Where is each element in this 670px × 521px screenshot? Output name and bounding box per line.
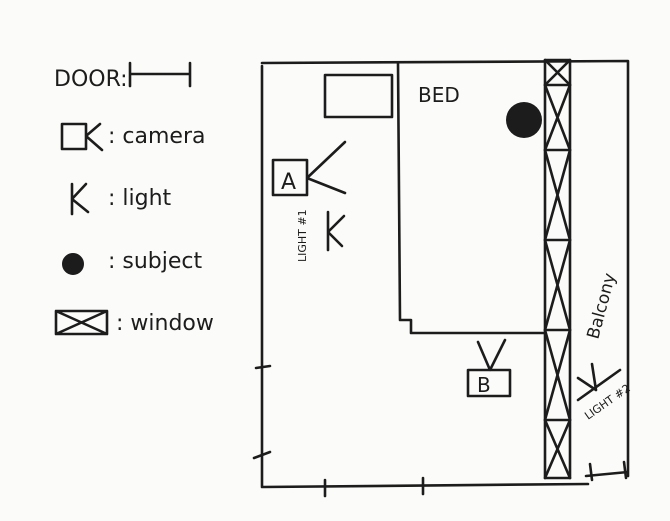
headboard-box <box>323 73 394 119</box>
bed-label: BED <box>418 83 460 107</box>
bed: BED <box>396 61 547 335</box>
camera-b-icon: B <box>466 338 512 398</box>
balcony-label: Balcony <box>584 271 621 341</box>
light-2-icon: LIGHT #2 <box>576 362 633 423</box>
legend-light-label: : light <box>108 186 172 211</box>
room-outline <box>252 59 630 498</box>
legend-window-label: : window <box>116 311 214 336</box>
light-symbol-icon <box>70 182 90 216</box>
legend-camera-label: : camera <box>108 124 205 149</box>
window-symbol-icon <box>54 309 109 336</box>
subject-symbol-icon <box>62 253 84 275</box>
legend-door-label: DOOR: <box>54 67 128 92</box>
legend: DOOR: : camera : light : subject : windo… <box>54 61 214 336</box>
legend-subject-label: : subject <box>108 249 203 274</box>
camera-a-label: A <box>281 170 296 195</box>
door-symbol-icon <box>128 61 192 88</box>
camera-symbol-icon <box>60 122 104 152</box>
window-strip <box>543 58 572 480</box>
light-2-label: LIGHT #2 <box>582 382 633 423</box>
light-1-icon: LIGHT #1 <box>296 209 346 262</box>
camera-a-icon: A <box>271 140 347 197</box>
subject-icon <box>506 102 542 138</box>
camera-b-label: B <box>477 373 491 397</box>
light-1-label: LIGHT #1 <box>296 209 309 262</box>
